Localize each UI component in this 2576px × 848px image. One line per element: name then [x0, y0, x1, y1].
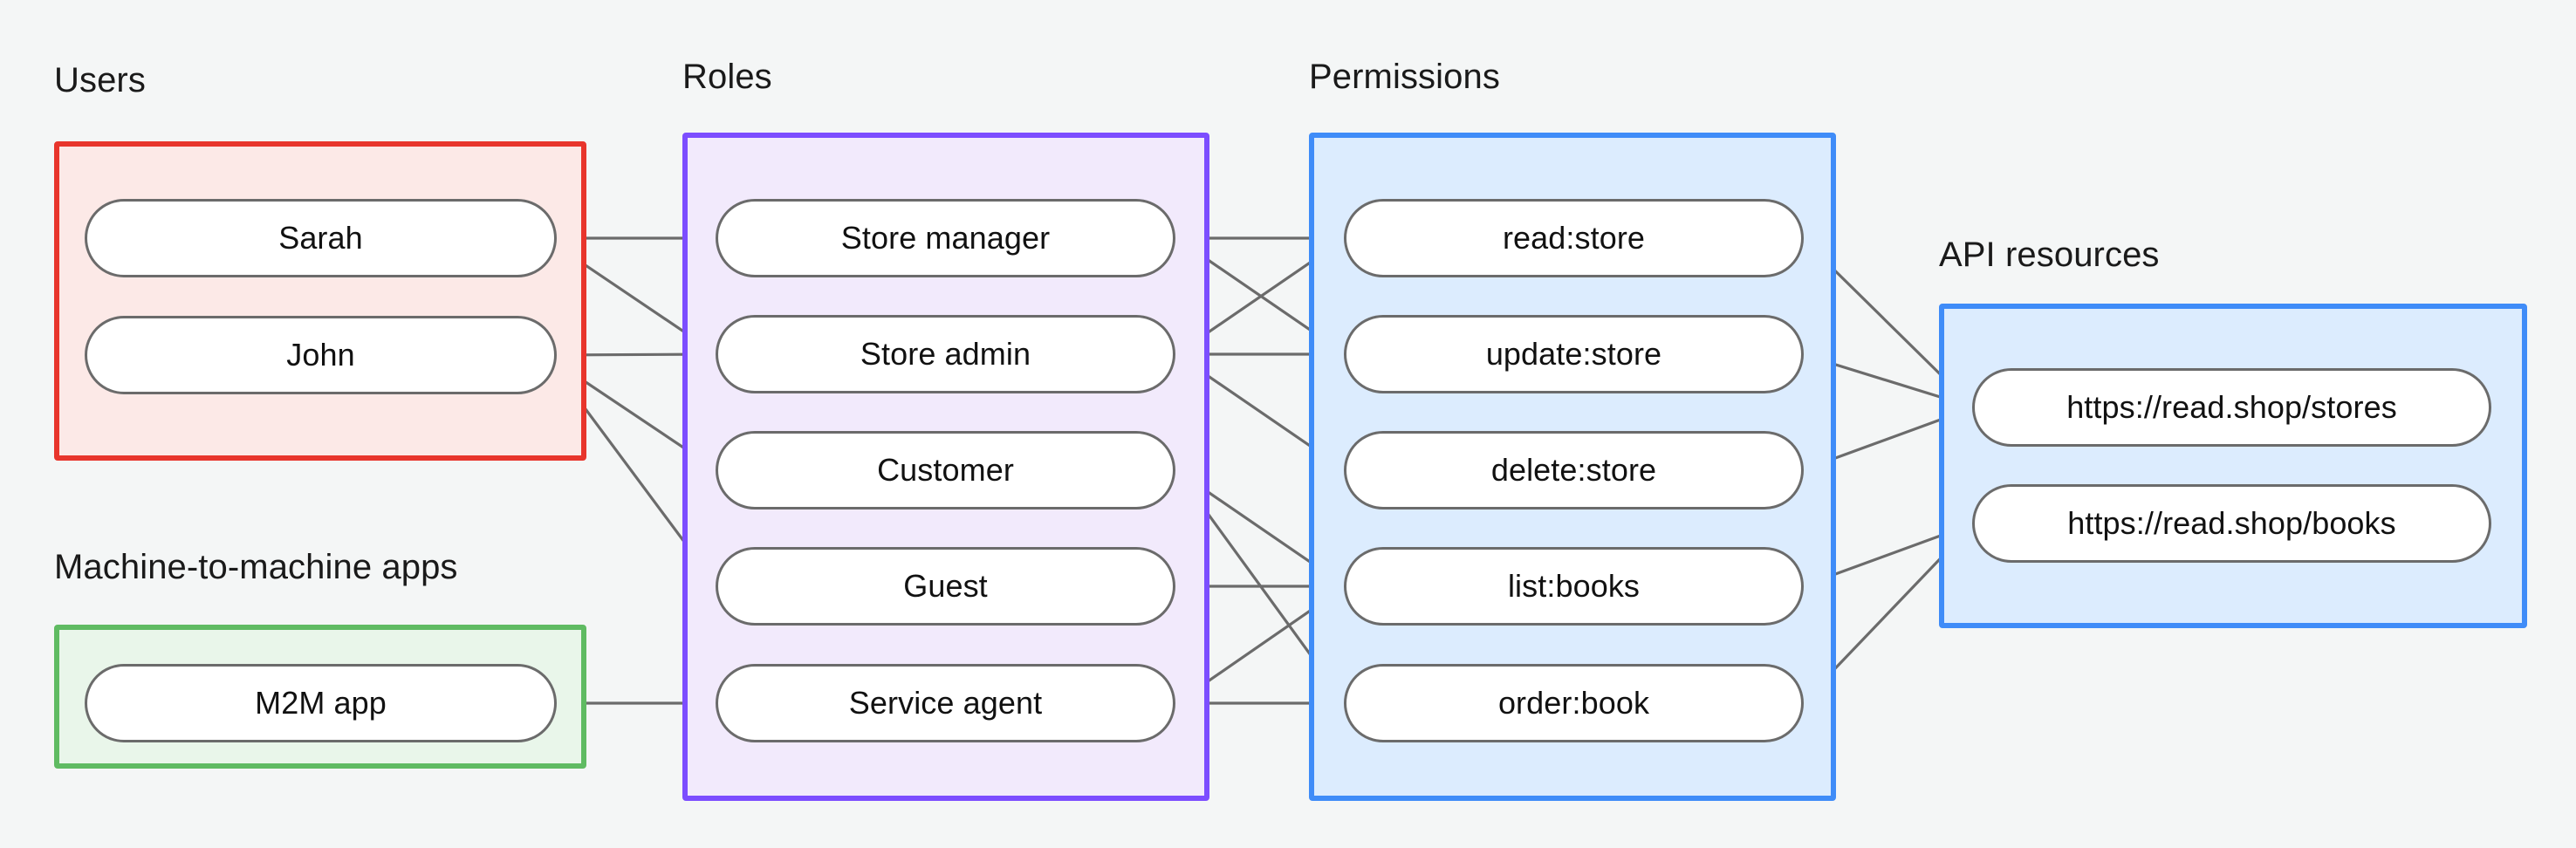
node-api-resource-stores[interactable]: https://read.shop/stores [1972, 368, 2491, 447]
node-label: delete:store [1490, 452, 1657, 488]
group-box-users [54, 141, 586, 461]
node-label: Guest [903, 568, 988, 604]
node-label: list:books [1507, 568, 1641, 604]
node-label: Service agent [848, 685, 1043, 721]
group-title-users: Users [54, 61, 146, 99]
node-api-resource-books[interactable]: https://read.shop/books [1972, 484, 2491, 563]
node-label: M2M app [255, 685, 387, 721]
node-user-john[interactable]: John [85, 316, 557, 394]
node-role-customer[interactable]: Customer [716, 431, 1175, 509]
node-permission-update-store[interactable]: update:store [1344, 315, 1804, 393]
group-title-roles: Roles [682, 58, 772, 96]
node-label: read:store [1502, 220, 1646, 256]
node-permission-read-store[interactable]: read:store [1344, 199, 1804, 277]
node-label: Sarah [278, 220, 363, 256]
node-permission-delete-store[interactable]: delete:store [1344, 431, 1804, 509]
group-title-m2m: Machine-to-machine apps [54, 548, 458, 586]
node-label: Store manager [840, 220, 1051, 256]
node-role-guest[interactable]: Guest [716, 547, 1175, 626]
node-label: Customer [877, 452, 1014, 488]
node-role-store-manager[interactable]: Store manager [716, 199, 1175, 277]
node-user-sarah[interactable]: Sarah [85, 199, 557, 277]
node-permission-list-books[interactable]: list:books [1344, 547, 1804, 626]
group-box-api-resources [1939, 304, 2527, 628]
node-label: Store admin [860, 336, 1031, 372]
node-m2m-app[interactable]: M2M app [85, 664, 557, 742]
node-permission-order-book[interactable]: order:book [1344, 664, 1804, 742]
node-label: https://read.shop/books [2067, 505, 2396, 541]
node-label: update:store [1485, 336, 1662, 372]
group-title-api-resources: API resources [1939, 236, 2160, 274]
node-label: https://read.shop/stores [2066, 389, 2397, 425]
node-label: order:book [1497, 685, 1650, 721]
node-role-service-agent[interactable]: Service agent [716, 664, 1175, 742]
node-label: John [286, 337, 355, 373]
node-role-store-admin[interactable]: Store admin [716, 315, 1175, 393]
group-title-permissions: Permissions [1309, 58, 1500, 96]
